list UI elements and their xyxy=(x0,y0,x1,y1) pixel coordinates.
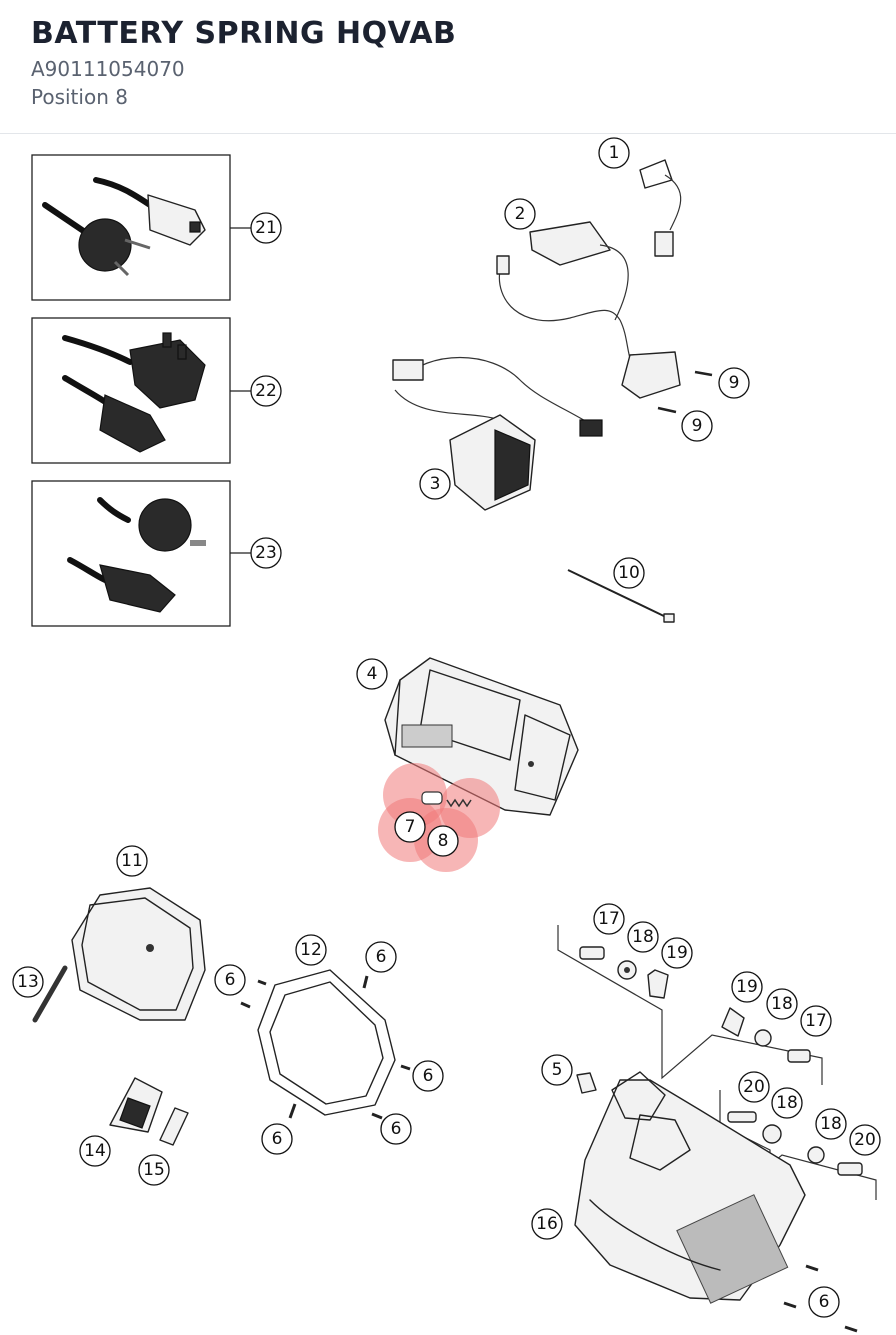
callout-6-right[interactable]: 6 xyxy=(412,1060,444,1092)
part-battery-housing[interactable] xyxy=(384,657,579,816)
callout-14[interactable]: 14 xyxy=(79,1135,111,1167)
callout-8[interactable]: 8 xyxy=(427,825,459,857)
callout-9-lower[interactable]: 9 xyxy=(681,410,713,442)
part-screws[interactable] xyxy=(240,975,858,1333)
callout-18-b[interactable]: 18 xyxy=(766,988,798,1020)
callout-23[interactable]: 23 xyxy=(250,537,282,569)
page-title: BATTERY SPRING HQVAB xyxy=(31,16,457,51)
svg-text:20: 20 xyxy=(743,1077,765,1097)
callout-18-d[interactable]: 18 xyxy=(815,1108,847,1140)
callout-20-upper[interactable]: 20 xyxy=(738,1071,770,1103)
svg-text:6: 6 xyxy=(225,970,236,990)
part-frame[interactable] xyxy=(257,969,396,1116)
svg-text:8: 8 xyxy=(438,831,449,851)
position-label: Position 8 xyxy=(31,85,128,109)
svg-text:18: 18 xyxy=(771,994,793,1014)
callout-5[interactable]: 5 xyxy=(541,1054,573,1086)
part-motor-housing[interactable] xyxy=(574,1071,806,1304)
callout-7[interactable]: 7 xyxy=(394,811,426,843)
svg-text:20: 20 xyxy=(854,1130,876,1150)
svg-text:2: 2 xyxy=(515,204,526,224)
svg-text:17: 17 xyxy=(805,1011,827,1031)
callout-9-upper[interactable]: 9 xyxy=(718,367,750,399)
callout-15[interactable]: 15 xyxy=(138,1154,170,1186)
callout-17-upper[interactable]: 17 xyxy=(593,903,625,935)
part-clip[interactable] xyxy=(159,1107,189,1146)
callout-11[interactable]: 11 xyxy=(116,845,148,877)
svg-text:22: 22 xyxy=(255,381,277,401)
part-rod[interactable] xyxy=(32,965,68,1023)
svg-text:21: 21 xyxy=(255,218,277,238)
callout-10[interactable]: 10 xyxy=(613,557,645,589)
callout-6-bottom-right[interactable]: 6 xyxy=(380,1113,412,1145)
callout-2[interactable]: 2 xyxy=(504,198,536,230)
svg-text:16: 16 xyxy=(536,1214,558,1234)
svg-text:6: 6 xyxy=(819,1292,830,1312)
part-cover[interactable] xyxy=(71,887,206,1021)
callout-21[interactable]: 21 xyxy=(250,212,282,244)
svg-text:17: 17 xyxy=(598,909,620,929)
part-harness[interactable] xyxy=(392,159,713,511)
callout-6-motor[interactable]: 6 xyxy=(808,1286,840,1318)
svg-text:14: 14 xyxy=(84,1141,106,1161)
svg-text:1: 1 xyxy=(609,143,620,163)
part-cable-tie[interactable] xyxy=(567,569,675,623)
callout-4[interactable]: 4 xyxy=(356,658,388,690)
callout-12[interactable]: 12 xyxy=(295,934,327,966)
callout-3[interactable]: 3 xyxy=(419,468,451,500)
callout-22[interactable]: 22 xyxy=(250,375,282,407)
callout-6-left[interactable]: 6 xyxy=(214,964,246,996)
svg-text:19: 19 xyxy=(736,977,758,997)
callout-17-lower[interactable]: 17 xyxy=(800,1005,832,1037)
callout-19-lower[interactable]: 19 xyxy=(731,971,763,1003)
svg-text:10: 10 xyxy=(618,563,640,583)
svg-text:5: 5 xyxy=(552,1060,563,1080)
svg-text:11: 11 xyxy=(121,851,143,871)
svg-text:15: 15 xyxy=(143,1160,165,1180)
callout-18-c[interactable]: 18 xyxy=(771,1087,803,1119)
page-header: BATTERY SPRING HQVAB A90111054070 Positi… xyxy=(0,0,896,134)
svg-text:7: 7 xyxy=(405,817,416,837)
svg-text:18: 18 xyxy=(632,927,654,947)
svg-text:13: 13 xyxy=(17,972,39,992)
power-cord-uk-box[interactable] xyxy=(31,317,251,464)
callout-6-bottom[interactable]: 6 xyxy=(261,1123,293,1155)
svg-text:6: 6 xyxy=(423,1066,434,1086)
svg-text:18: 18 xyxy=(776,1093,798,1113)
part-latch[interactable] xyxy=(109,1077,163,1133)
callout-20-lower[interactable]: 20 xyxy=(849,1124,881,1156)
svg-text:4: 4 xyxy=(367,664,378,684)
svg-text:23: 23 xyxy=(255,543,277,563)
power-cord-eu-box[interactable] xyxy=(31,154,251,301)
svg-text:9: 9 xyxy=(692,416,703,436)
svg-text:6: 6 xyxy=(376,947,387,967)
callout-18-a[interactable]: 18 xyxy=(627,921,659,953)
part-small-hardware[interactable] xyxy=(576,946,863,1176)
callout-1[interactable]: 1 xyxy=(598,137,630,169)
svg-text:12: 12 xyxy=(300,940,322,960)
callout-16[interactable]: 16 xyxy=(531,1208,563,1240)
svg-text:9: 9 xyxy=(729,373,740,393)
svg-text:6: 6 xyxy=(391,1119,402,1139)
power-cord-au-box[interactable] xyxy=(31,480,251,627)
svg-text:3: 3 xyxy=(430,474,441,494)
svg-text:19: 19 xyxy=(666,943,688,963)
svg-text:6: 6 xyxy=(272,1129,283,1149)
callout-13[interactable]: 13 xyxy=(12,966,44,998)
svg-text:18: 18 xyxy=(820,1114,842,1134)
callout-19-upper[interactable]: 19 xyxy=(661,937,693,969)
part-number: A90111054070 xyxy=(31,57,185,81)
callout-6-top[interactable]: 6 xyxy=(365,941,397,973)
